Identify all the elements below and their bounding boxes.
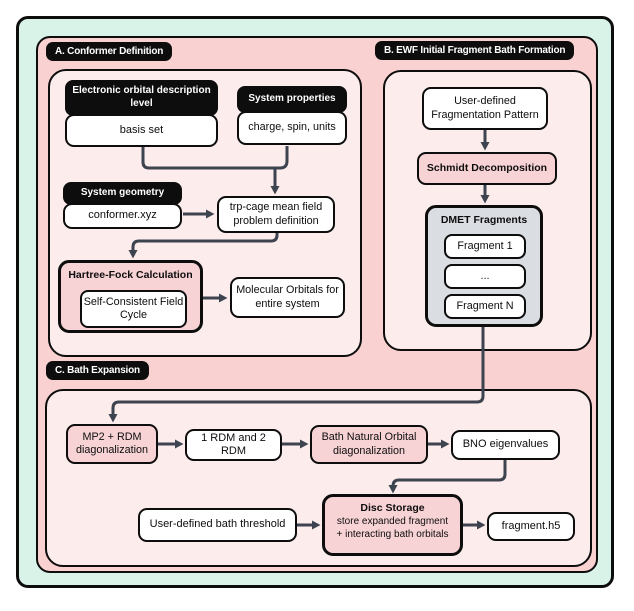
- node-bno-eigenvalues: BNO eigenvalues: [451, 430, 560, 460]
- disc-storage-line1: store expanded fragment: [336, 515, 449, 527]
- node-dmet-fragments: DMET Fragments Fragment 1 ... Fragment N: [425, 205, 543, 327]
- node-charge-spin-units: charge, spin, units: [237, 111, 347, 145]
- node-mean-field-problem: trp-cage mean field problem definition: [217, 196, 335, 233]
- node-fragment-ellipsis: ...: [444, 264, 526, 289]
- node-scf-cycle: Self-Consistent Field Cycle: [80, 290, 187, 328]
- section-a-label: A. Conformer Definition: [46, 42, 173, 61]
- disc-storage-title: Disc Storage: [360, 502, 425, 514]
- node-bath-threshold: User-defined bath threshold: [138, 508, 297, 542]
- node-schmidt-decomposition: Schmidt Decomposition: [417, 152, 557, 185]
- node-orbital-header: Electronic orbital description level: [65, 80, 218, 116]
- dmet-fragments-title: DMET Fragments: [440, 214, 528, 226]
- section-c-label: C. Bath Expansion: [46, 361, 149, 380]
- node-bno-diagonalization: Bath Natural Orbital diagonalization: [310, 425, 428, 464]
- node-basis-set: basis set: [65, 114, 218, 147]
- node-1rdm-2rdm: 1 RDM and 2 RDM: [185, 429, 282, 461]
- node-fragment-n: Fragment N: [444, 294, 526, 319]
- node-system-properties-header: System properties: [237, 86, 347, 113]
- node-molecular-orbitals: Molecular Orbitals for entire system: [230, 277, 345, 318]
- node-fragment-1: Fragment 1: [444, 234, 526, 259]
- node-hartree-fock: Hartree-Fock Calculation Self-Consistent…: [58, 260, 203, 333]
- node-mp2-rdm-diagonalization: MP2 + RDM diagonalization: [66, 424, 158, 464]
- node-system-geometry-header: System geometry: [63, 182, 182, 205]
- disc-storage-line2: + interacting bath orbitals: [336, 528, 449, 540]
- node-fragmentation-pattern: User-defined Fragmentation Pattern: [422, 87, 548, 130]
- node-disc-storage: Disc Storage store expanded fragment + i…: [322, 494, 463, 556]
- section-b-label: B. EWF Initial Fragment Bath Formation: [375, 41, 575, 60]
- hartree-fock-title: Hartree-Fock Calculation: [68, 269, 193, 281]
- node-conformer-xyz: conformer.xyz: [63, 203, 182, 229]
- node-fragment-h5: fragment.h5: [487, 512, 575, 541]
